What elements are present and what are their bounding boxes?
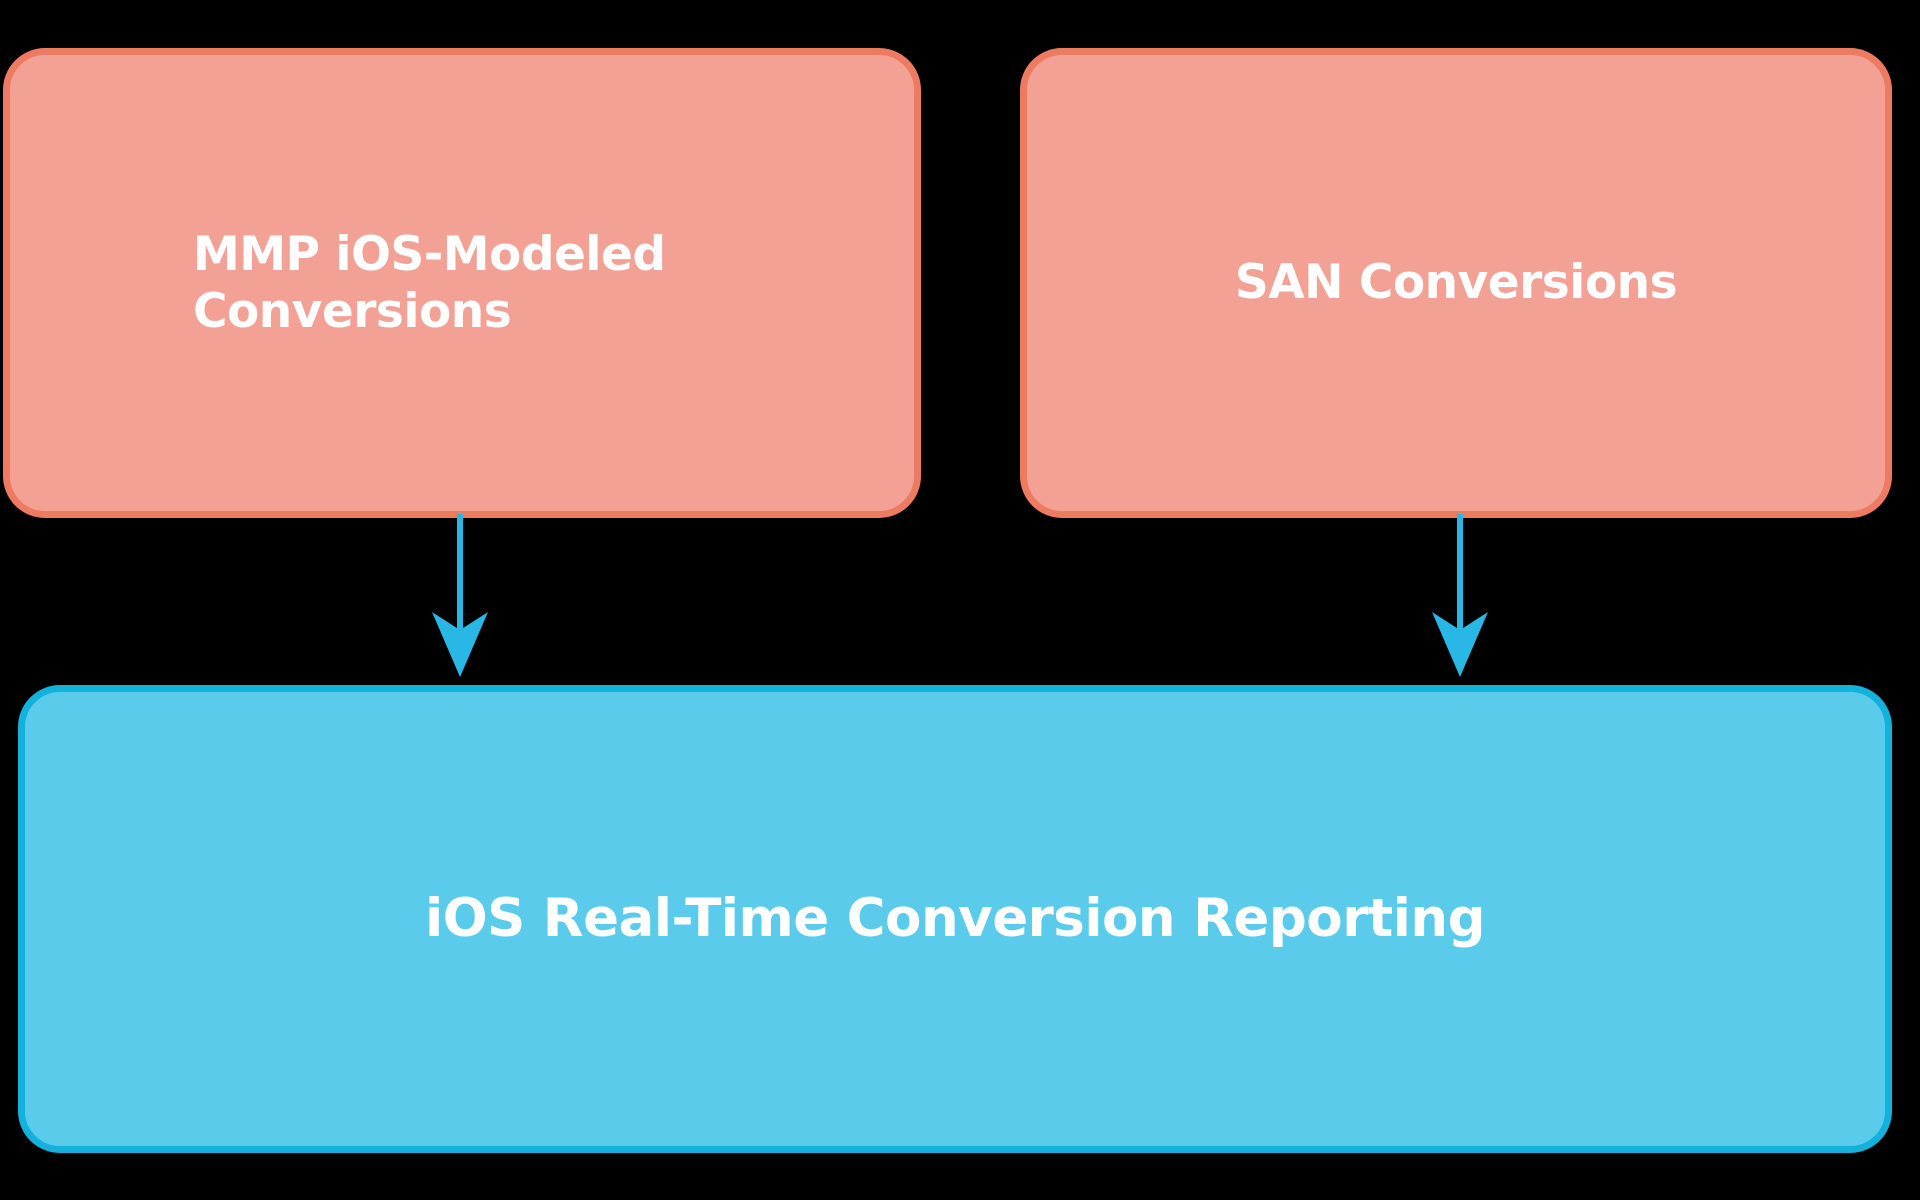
- node-mmp-label: MMP iOS-Modeled Conversions: [193, 226, 666, 339]
- node-san-label: SAN Conversions: [1234, 255, 1678, 311]
- node-report-label: iOS Real-Time Conversion Reporting: [424, 887, 1486, 949]
- node-mmp-ios-modeled-conversions[interactable]: MMP iOS-Modeled Conversions: [3, 48, 921, 518]
- edge-mmp-arrowhead-icon: [432, 612, 488, 677]
- node-ios-real-time-conversion-reporting[interactable]: iOS Real-Time Conversion Reporting: [18, 685, 1892, 1153]
- node-san-conversions[interactable]: SAN Conversions: [1020, 48, 1892, 518]
- edge-mmp-to-report-arrow: [432, 514, 488, 677]
- edge-san-to-report-arrow: [1432, 514, 1488, 677]
- edge-san-arrowhead-icon: [1432, 612, 1488, 677]
